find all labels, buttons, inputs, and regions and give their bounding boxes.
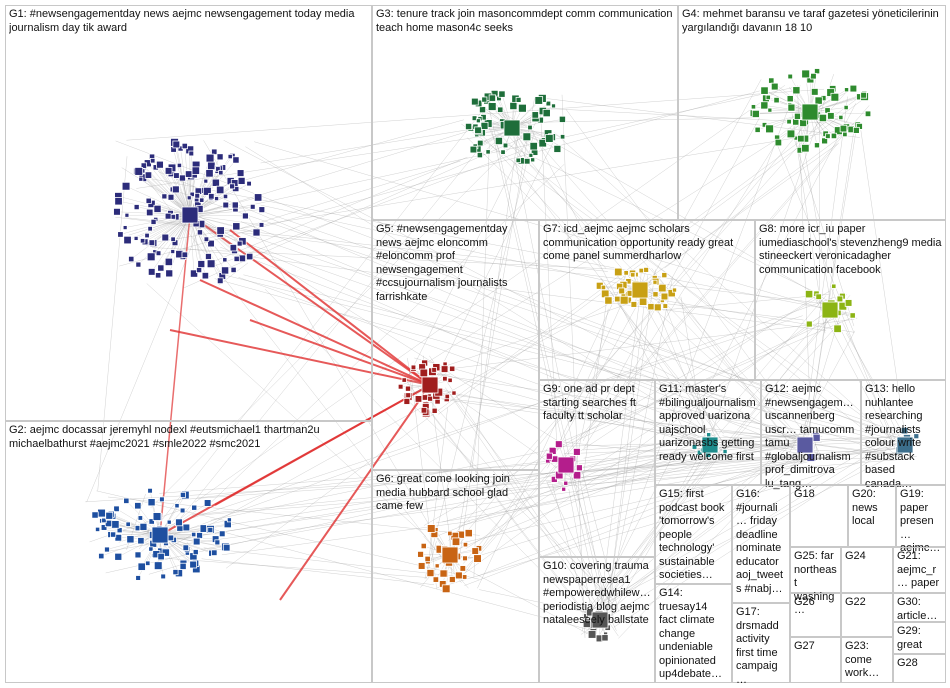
- group-label-g12: G12: aejmc #newsengagem… uscannenberg us…: [765, 383, 857, 491]
- group-label-g14: G14: truesay14 fact climate change unden…: [659, 587, 728, 682]
- group-label-g22: G22: [845, 596, 889, 610]
- group-panel-g2: G2: aejmc docassar jeremyhl nodexl #euts…: [5, 421, 372, 683]
- group-panel-g21: G21: aejmc_r… paper: [893, 547, 946, 593]
- group-panel-g17: G17: drsmadd activity first time campaig…: [732, 603, 790, 683]
- group-label-g28: G28: [897, 657, 942, 671]
- group-label-g30: G30: article…: [897, 596, 942, 623]
- group-panel-g25: G25: far northeast washing…: [790, 547, 841, 593]
- group-panel-g24: G24: [841, 547, 893, 593]
- group-label-g15: G15: first podcast book 'tomorrow's peop…: [659, 488, 728, 583]
- group-label-g7: G7: icd_aejmc aejmc scholars communicati…: [543, 223, 751, 264]
- group-panel-g12: G12: aejmc #newsengagem… uscannenberg us…: [761, 380, 861, 485]
- group-panel-g18: G18: [790, 485, 848, 547]
- group-label-g8: G8: more icr_iu paper iumediaschool's st…: [759, 223, 942, 277]
- group-panel-g5: G5: #newsengagementday news aejmc elonco…: [372, 220, 539, 470]
- group-panel-g16: G16: #journali… friday deadline nominate…: [732, 485, 790, 603]
- group-label-g26: G26: [794, 596, 837, 610]
- group-panel-g20: G20: news local: [848, 485, 896, 547]
- group-label-g9: G9: one ad pr dept starting searches ft …: [543, 383, 651, 424]
- group-label-g27: G27: [794, 640, 837, 654]
- group-panel-g14: G14: truesay14 fact climate change unden…: [655, 584, 732, 683]
- group-panel-g22: G22: [841, 593, 893, 637]
- group-panel-g29: G29: great: [893, 622, 946, 654]
- group-label-g21: G21: aejmc_r… paper: [897, 550, 942, 591]
- group-panel-g19: G19: paper presen… aejmc…: [896, 485, 946, 547]
- group-panel-g9: G9: one ad pr dept starting searches ft …: [539, 380, 655, 557]
- group-label-g13: G13: hello nuhlantee researching #journa…: [865, 383, 942, 491]
- group-panel-g6: G6: great come looking join media hubbar…: [372, 470, 539, 683]
- group-label-g1: G1: #newsengagementday news aejmc newsen…: [9, 8, 368, 35]
- group-label-g19: G19: paper presen… aejmc…: [900, 488, 942, 556]
- group-label-g24: G24: [845, 550, 889, 564]
- group-panel-g30: G30: article…: [893, 593, 946, 622]
- group-label-g2: G2: aejmc docassar jeremyhl nodexl #euts…: [9, 424, 368, 451]
- group-panel-g4: G4: mehmet baransu ve taraf gazetesi yön…: [678, 5, 946, 220]
- group-panel-g1: G1: #newsengagementday news aejmc newsen…: [5, 5, 372, 421]
- group-label-g10: G10: covering trauma newspaperresea1 #em…: [543, 560, 651, 628]
- group-label-g20: G20: news local: [852, 488, 892, 529]
- group-panel-g11: G11: master's #bilingualjournalism appro…: [655, 380, 761, 485]
- group-label-g17: G17: drsmadd activity first time campaig…: [736, 606, 786, 687]
- group-panel-g26: G26: [790, 593, 841, 637]
- group-label-g18: G18: [794, 488, 844, 502]
- group-panel-g7: G7: icd_aejmc aejmc scholars communicati…: [539, 220, 755, 380]
- group-label-g23: G23: come work…: [845, 640, 889, 681]
- group-label-g29: G29: great: [897, 625, 942, 652]
- group-panel-g13: G13: hello nuhlantee researching #journa…: [861, 380, 946, 485]
- group-label-g6: G6: great come looking join media hubbar…: [376, 473, 535, 514]
- group-panel-g15: G15: first podcast book 'tomorrow's peop…: [655, 485, 732, 584]
- group-panel-g27: G27: [790, 637, 841, 683]
- group-label-g16: G16: #journali… friday deadline nominate…: [736, 488, 786, 596]
- group-label-g3: G3: tenure track join masoncommdept comm…: [376, 8, 674, 35]
- group-label-g11: G11: master's #bilingualjournalism appro…: [659, 383, 757, 464]
- group-panel-g3: G3: tenure track join masoncommdept comm…: [372, 5, 678, 220]
- group-panel-g28: G28: [893, 654, 946, 683]
- group-label-g4: G4: mehmet baransu ve taraf gazetesi yön…: [682, 8, 942, 35]
- group-label-g5: G5: #newsengagementday news aejmc elonco…: [376, 223, 535, 304]
- group-panel-g23: G23: come work…: [841, 637, 893, 683]
- group-panel-g8: G8: more icr_iu paper iumediaschool's st…: [755, 220, 946, 380]
- group-panel-g10: G10: covering trauma newspaperresea1 #em…: [539, 557, 655, 683]
